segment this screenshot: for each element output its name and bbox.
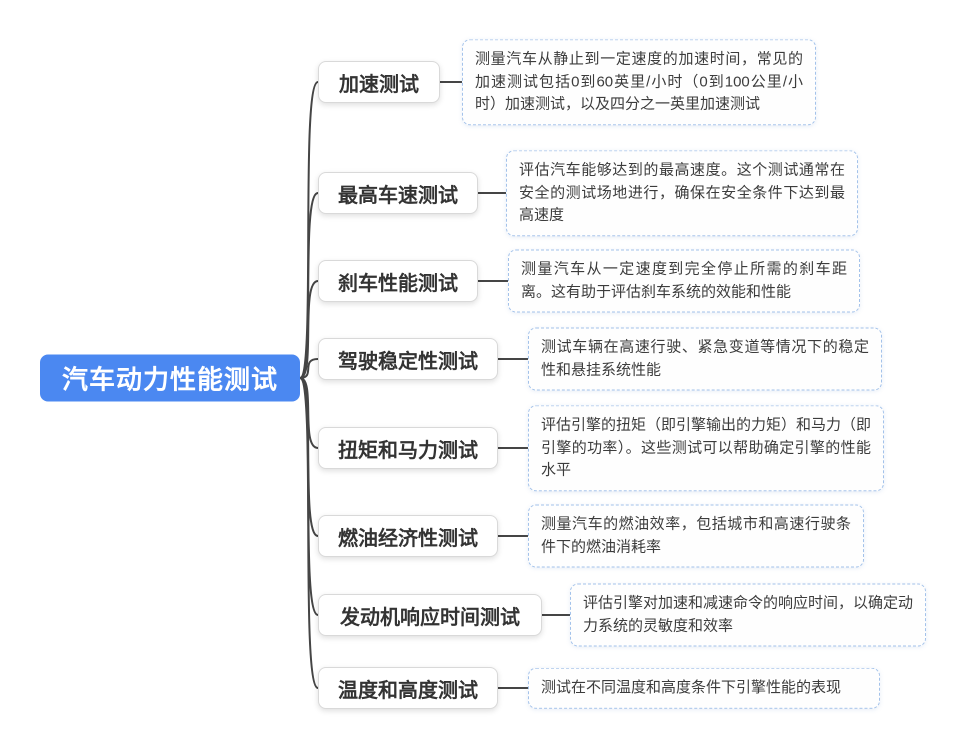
detail-node-braking-test[interactable]: 测量汽车从一定速度到完全停止所需的刹车距离。这有助于评估刹车系统的效能和性能 bbox=[508, 249, 860, 313]
connector-root-branch bbox=[299, 280, 319, 379]
detail-node-fuel-economy-test[interactable]: 测量汽车的燃油效率，包括城市和高速行驶条件下的燃油消耗率 bbox=[528, 504, 864, 568]
detail-node-torque-horsepower-test[interactable]: 评估引擎的扭矩（即引擎输出的力矩）和马力（即引擎的功率）。这些测试可以帮助确定引… bbox=[528, 405, 884, 491]
branch-node-torque-horsepower-test[interactable]: 扭矩和马力测试 bbox=[318, 427, 498, 469]
detail-node-acceleration-test[interactable]: 测量汽车从静止到一定速度的加速时间，常见的加速测试包括0到60英里/小时（0到1… bbox=[462, 39, 816, 125]
branch-node-fuel-economy-test[interactable]: 燃油经济性测试 bbox=[318, 515, 498, 557]
branch-node-top-speed-test[interactable]: 最高车速测试 bbox=[318, 172, 478, 214]
connector-root-branch bbox=[299, 192, 319, 379]
detail-node-engine-response-test[interactable]: 评估引擎对加速和减速命令的响应时间，以确定动力系统的灵敏度和效率 bbox=[570, 583, 926, 647]
detail-node-stability-test[interactable]: 测试车辆在高速行驶、紧急变道等情况下的稳定性和悬挂系统性能 bbox=[528, 327, 882, 391]
connector-root-branch bbox=[299, 377, 319, 616]
connector-root-branch bbox=[299, 377, 319, 537]
connector-root-branch bbox=[299, 358, 319, 379]
branch-node-engine-response-test[interactable]: 发动机响应时间测试 bbox=[318, 594, 542, 636]
branch-node-temperature-altitude-test[interactable]: 温度和高度测试 bbox=[318, 667, 498, 709]
detail-node-temperature-altitude-test[interactable]: 测试在不同温度和高度条件下引擎性能的表现 bbox=[528, 667, 880, 709]
detail-node-top-speed-test[interactable]: 评估汽车能够达到的最高速度。这个测试通常在安全的测试场地进行，确保在安全条件下达… bbox=[506, 150, 858, 236]
connector-root-branch bbox=[299, 377, 319, 449]
connector-root-branch bbox=[299, 81, 319, 379]
branch-node-acceleration-test[interactable]: 加速测试 bbox=[318, 61, 440, 103]
connector-root-branch bbox=[299, 377, 319, 689]
branch-node-braking-test[interactable]: 刹车性能测试 bbox=[318, 260, 478, 302]
root-node[interactable]: 汽车动力性能测试 bbox=[40, 354, 300, 402]
branch-node-stability-test[interactable]: 驾驶稳定性测试 bbox=[318, 338, 498, 380]
